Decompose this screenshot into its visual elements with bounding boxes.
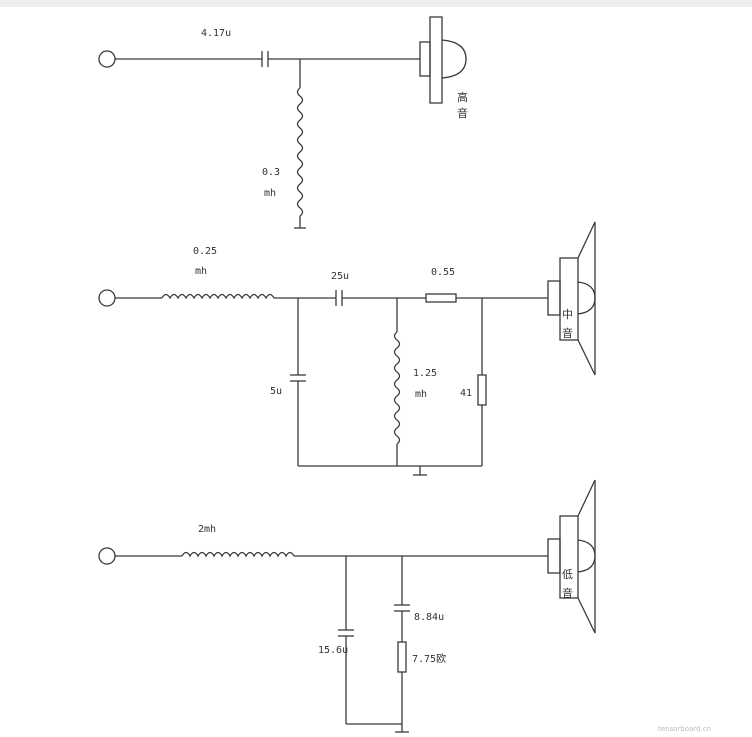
woofer-shunt-capacitor (338, 629, 354, 637)
tweeter-input-terminal (98, 50, 116, 68)
tweeter-cap-label: 4.17u (201, 28, 231, 39)
mid-series-capacitor (335, 290, 343, 306)
woofer-zobel-resistor (397, 641, 407, 673)
tweeter-series-capacitor (261, 51, 269, 67)
mid-shunt-capacitor (290, 374, 306, 382)
mid-shunt-inductor (393, 331, 401, 445)
mid-cap-shunt-label: 5u (270, 386, 282, 397)
tweeter-circuit: 4.17u 0.3 mh 高 音 (98, 16, 468, 229)
tweeter-shunt-inductor (296, 87, 304, 217)
mid-label-1: 中 (562, 308, 573, 321)
woofer-series-inductor (181, 551, 295, 558)
mid-ind2-unit: mh (415, 389, 427, 400)
mid-input-terminal (98, 289, 116, 307)
mid-cap-series-label: 25u (331, 271, 349, 282)
watermark: tensorboard.cn (658, 725, 711, 733)
mid-ind2-value: 1.25 (413, 368, 437, 379)
woofer-circuit: 2mh 15.6u 8.84u 7.75欧 低 音 (98, 479, 596, 733)
mid-speaker-icon (547, 221, 596, 376)
mid-series-resistor (425, 293, 457, 303)
mid-ind-value: 0.25 (193, 246, 217, 257)
tweeter-speaker-icon (419, 16, 467, 104)
mid-res-series-label: 0.55 (431, 267, 455, 278)
top-bar (0, 0, 752, 7)
woofer-label-1: 低 (562, 568, 573, 581)
tweeter-label-1: 高 (457, 90, 468, 104)
woofer-label-2: 音 (562, 586, 573, 600)
mid-label-2: 音 (562, 326, 573, 340)
mid-shunt-resistor (477, 374, 487, 406)
woofer-cap-zobel-label: 8.84u (414, 612, 444, 623)
midrange-circuit: 0.25 mh 25u 0.55 5u 1.25 mh 41 (98, 221, 596, 476)
woofer-zobel-capacitor (394, 604, 410, 612)
tweeter-ind-value: 0.3 (262, 167, 280, 178)
woofer-speaker-icon (547, 479, 596, 634)
mid-ind-unit: mh (195, 266, 207, 277)
mid-series-inductor (161, 293, 275, 300)
tweeter-label-2: 音 (457, 106, 468, 120)
woofer-res-zobel-label: 7.75欧 (412, 653, 446, 665)
woofer-input-terminal (98, 547, 116, 565)
tweeter-ind-unit: mh (264, 188, 276, 199)
mid-res-shunt-label: 41 (460, 388, 472, 399)
woofer-ind-label: 2mh (198, 524, 216, 535)
woofer-cap-shunt-label: 15.6u (318, 645, 348, 656)
